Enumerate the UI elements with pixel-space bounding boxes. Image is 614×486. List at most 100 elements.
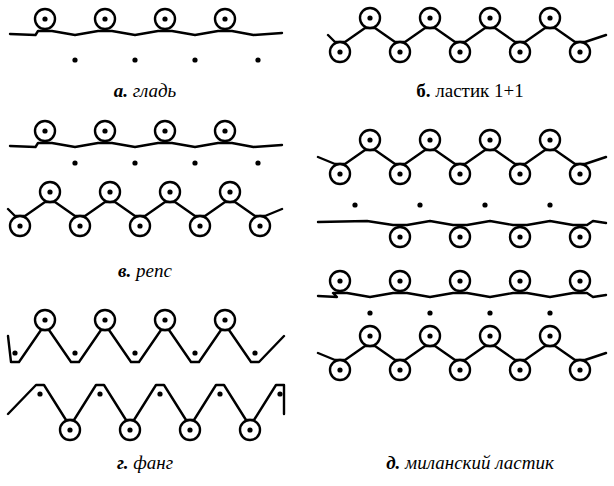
loop-needle (397, 171, 402, 176)
loop-needle (137, 223, 142, 228)
loop-needle (102, 16, 107, 21)
needle-dot (217, 391, 222, 396)
loop-needle (367, 333, 372, 338)
loop-needle (102, 317, 107, 322)
needle-dot (12, 350, 17, 355)
loop-needle (187, 427, 192, 432)
needle-dot (192, 160, 197, 165)
loop-needle (577, 49, 582, 54)
loop-needle (427, 15, 432, 20)
loop-ring (160, 182, 180, 202)
loop-ring (360, 8, 380, 28)
loop-ring (420, 8, 440, 28)
loop-ring (510, 42, 530, 62)
loop-ring (570, 164, 590, 184)
loop-ring (215, 310, 235, 330)
loop-ring (570, 42, 590, 62)
loop-ring (510, 164, 530, 184)
loop-needle (107, 189, 112, 194)
loop-needle (457, 367, 462, 372)
figure-caption: б. ластик 1+1 (413, 80, 527, 102)
loop-needle (457, 234, 462, 239)
loop-ring (480, 326, 500, 346)
loop-ring (390, 271, 410, 291)
loop-needle (517, 171, 522, 176)
needle-dot (547, 202, 552, 207)
needle-dot (132, 160, 137, 165)
loop-ring (420, 326, 440, 346)
loop-needle (517, 278, 522, 283)
yarn-line (328, 28, 606, 42)
loop-ring (120, 420, 140, 440)
loop-ring (100, 182, 120, 202)
loop-ring (510, 227, 530, 247)
loop-needle (42, 128, 47, 133)
loop-needle (227, 189, 232, 194)
loop-ring (190, 216, 210, 236)
loop-needle (457, 278, 462, 283)
loop-needle (577, 367, 582, 372)
loop-ring (215, 9, 235, 29)
needle-dot (72, 160, 77, 165)
yarn-line (318, 221, 606, 225)
loop-needle (547, 137, 552, 142)
loop-needle (127, 427, 132, 432)
yarn-line (318, 293, 606, 297)
loop-ring (35, 310, 55, 330)
loop-needle (337, 367, 342, 372)
loop-ring (60, 420, 80, 440)
loop-ring (35, 121, 55, 141)
loop-ring (95, 9, 115, 29)
yarn-line (10, 143, 282, 147)
loop-ring (570, 360, 590, 380)
loop-needle (77, 223, 82, 228)
loop-needle (397, 234, 402, 239)
figure-caption: д. миланский ластик (383, 452, 557, 474)
loop-ring (570, 227, 590, 247)
loop-needle (517, 49, 522, 54)
loop-needle (487, 137, 492, 142)
needle-dot (157, 391, 162, 396)
loop-needle (397, 49, 402, 54)
yarn-line (8, 385, 284, 420)
loop-ring (450, 42, 470, 62)
yarn-line (8, 330, 284, 362)
loop-needle (397, 367, 402, 372)
needle-dot (192, 350, 197, 355)
loop-ring (360, 326, 380, 346)
loop-ring (540, 8, 560, 28)
loop-ring (330, 360, 350, 380)
loop-ring (130, 216, 150, 236)
loop-ring (180, 420, 200, 440)
loop-needle (487, 333, 492, 338)
loop-ring (420, 130, 440, 150)
loop-needle (547, 15, 552, 20)
loop-ring (155, 9, 175, 29)
yarn-line (318, 346, 606, 360)
loop-needle (487, 15, 492, 20)
loop-ring (330, 271, 350, 291)
needle-dot (72, 350, 77, 355)
loop-ring (155, 310, 175, 330)
figure-caption: а. гладь (111, 80, 179, 102)
loop-ring (510, 271, 530, 291)
loop-needle (367, 15, 372, 20)
loop-needle (547, 333, 552, 338)
loop-needle (577, 234, 582, 239)
loop-needle (197, 223, 202, 228)
loop-ring (450, 271, 470, 291)
loop-needle (167, 189, 172, 194)
loop-needle (397, 278, 402, 283)
needle-dot (367, 310, 372, 315)
loop-ring (450, 227, 470, 247)
loop-ring (450, 164, 470, 184)
loop-ring (330, 164, 350, 184)
loop-ring (390, 42, 410, 62)
loop-needle (162, 317, 167, 322)
loop-needle (337, 278, 342, 283)
needle-dot (427, 310, 432, 315)
loop-needle (67, 427, 72, 432)
loop-needle (17, 223, 22, 228)
loop-needle (102, 128, 107, 133)
